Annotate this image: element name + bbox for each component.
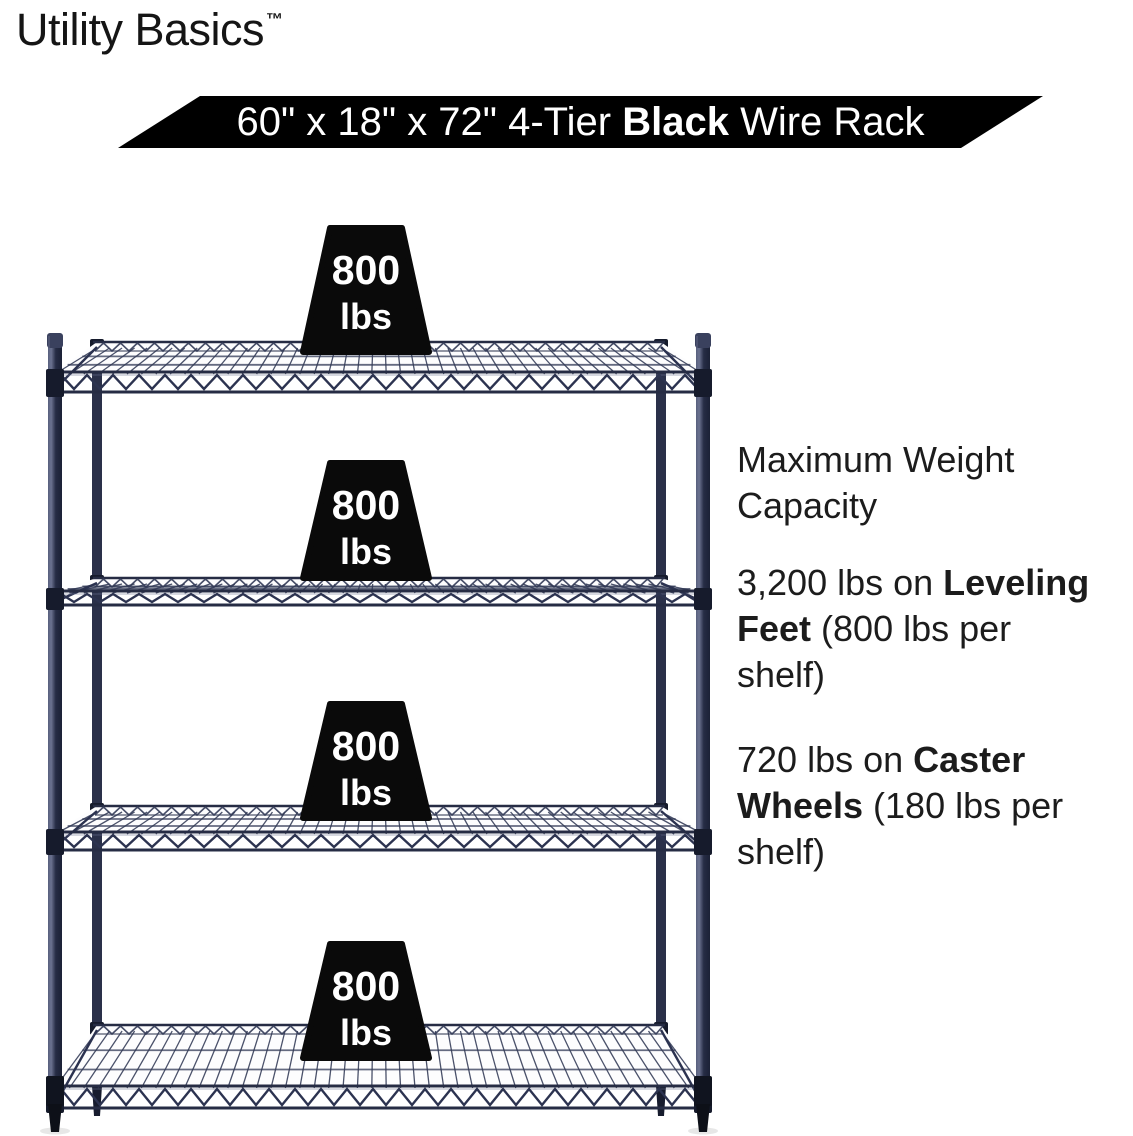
max-weight-heading: Maximum Weight Capacity bbox=[737, 437, 1089, 529]
badge-value: 800 bbox=[332, 723, 400, 769]
badge-value: 800 bbox=[332, 482, 400, 528]
weight-badge-shape bbox=[300, 941, 432, 1061]
leveling-feet-capacity: 3,200 lbs on Leveling Feet (800 lbs per … bbox=[737, 560, 1089, 698]
badge-unit: lbs bbox=[340, 531, 392, 572]
heading-line-2: Capacity bbox=[737, 485, 878, 526]
caster-l1-normal: 720 lbs on bbox=[737, 739, 914, 780]
capacity-badge: 800 lbs bbox=[300, 225, 432, 355]
trademark-symbol: ™ bbox=[266, 10, 283, 29]
caster-line-3: shelf) bbox=[737, 831, 826, 872]
badge-value: 800 bbox=[332, 963, 400, 1009]
caster-line-2: Wheels (180 lbs per bbox=[737, 783, 1089, 829]
leveling-line-2: Feet (800 lbs per bbox=[737, 606, 1089, 652]
info-panel: Maximum Weight Capacity 3,200 lbs on Lev… bbox=[737, 437, 1089, 875]
banner-text-bold: Black bbox=[622, 100, 729, 144]
leveling-l1-bold: Leveling bbox=[943, 562, 1090, 603]
banner-text-pre: 60" x 18" x 72" 4-Tier bbox=[236, 100, 623, 144]
leveling-l1-normal: 3,200 lbs on bbox=[737, 562, 944, 603]
brand-name: Utility Basics bbox=[16, 4, 265, 55]
badge-unit: lbs bbox=[340, 772, 392, 813]
leveling-line-3: shelf) bbox=[737, 654, 826, 695]
badge-value: 800 bbox=[332, 247, 400, 293]
caster-l2-bold: Wheels bbox=[737, 785, 864, 826]
leveling-l2-bold: Feet bbox=[737, 608, 812, 649]
heading-line-1: Maximum Weight bbox=[737, 439, 1015, 480]
badge-unit: lbs bbox=[340, 296, 392, 337]
badge-unit: lbs bbox=[340, 1012, 392, 1053]
capacity-badge: 800 lbs bbox=[300, 941, 432, 1061]
leveling-l2-normal: (800 lbs per bbox=[811, 608, 1012, 649]
banner-text-post: Wire Rack bbox=[728, 100, 925, 144]
weight-badge-shape bbox=[300, 701, 432, 821]
caster-line-1: 720 lbs on Caster bbox=[737, 737, 1089, 783]
capacity-badge: 800 lbs bbox=[300, 701, 432, 821]
weight-badge-shape bbox=[300, 225, 432, 355]
capacity-badge: 800 lbs bbox=[300, 460, 432, 581]
leveling-line-1: 3,200 lbs on Leveling bbox=[737, 560, 1089, 606]
caster-l2-normal: (180 lbs per bbox=[863, 785, 1064, 826]
caster-l1-bold: Caster bbox=[913, 739, 1026, 780]
title-banner: 60" x 18" x 72" 4-Tier Black Wire Rack bbox=[118, 96, 1043, 148]
weight-badge-shape bbox=[300, 460, 432, 581]
caster-wheels-capacity: 720 lbs on Caster Wheels (180 lbs per sh… bbox=[737, 737, 1089, 875]
capacity-badges: 800 lbs 800 lbs 800 lbs 800 lbs bbox=[300, 225, 432, 1061]
